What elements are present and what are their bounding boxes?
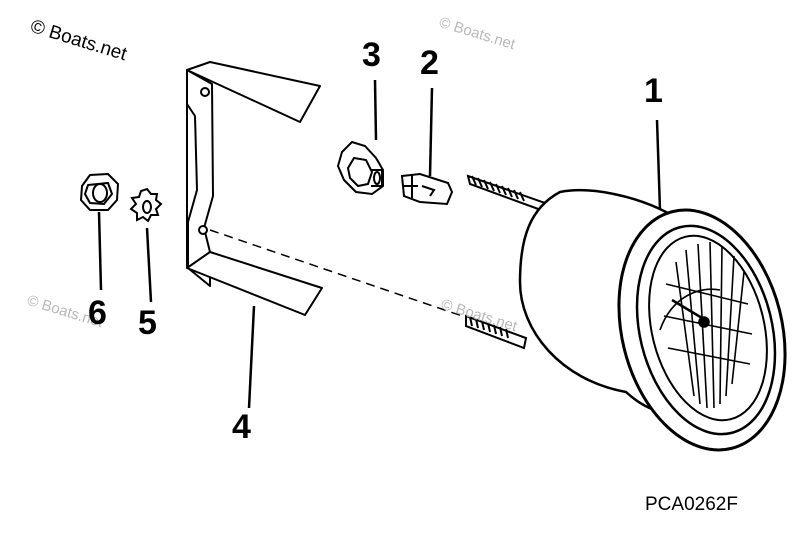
callout-4: 4 bbox=[232, 408, 251, 446]
assembly-line bbox=[209, 229, 469, 319]
bulb-icon bbox=[400, 172, 454, 206]
callout-6: 6 bbox=[88, 294, 107, 332]
callout-3: 3 bbox=[362, 36, 381, 74]
callout-5: 5 bbox=[138, 304, 157, 342]
callout-1: 1 bbox=[644, 72, 663, 110]
gauge-icon bbox=[465, 174, 787, 452]
nut-icon bbox=[79, 172, 120, 211]
leader-line-4 bbox=[247, 305, 256, 409]
callout-2: 2 bbox=[420, 44, 439, 82]
bulb-socket-icon bbox=[336, 140, 384, 196]
lock-washer-icon bbox=[129, 187, 163, 223]
leader-line-3 bbox=[373, 79, 378, 141]
leader-line-2 bbox=[428, 87, 434, 177]
figure-code: PCA0262F bbox=[645, 494, 738, 515]
bracket-icon bbox=[186, 61, 323, 316]
leader-line-1 bbox=[655, 119, 662, 211]
leader-line-5 bbox=[145, 227, 153, 303]
leader-lines bbox=[97, 79, 662, 409]
leader-line-6 bbox=[97, 211, 103, 291]
